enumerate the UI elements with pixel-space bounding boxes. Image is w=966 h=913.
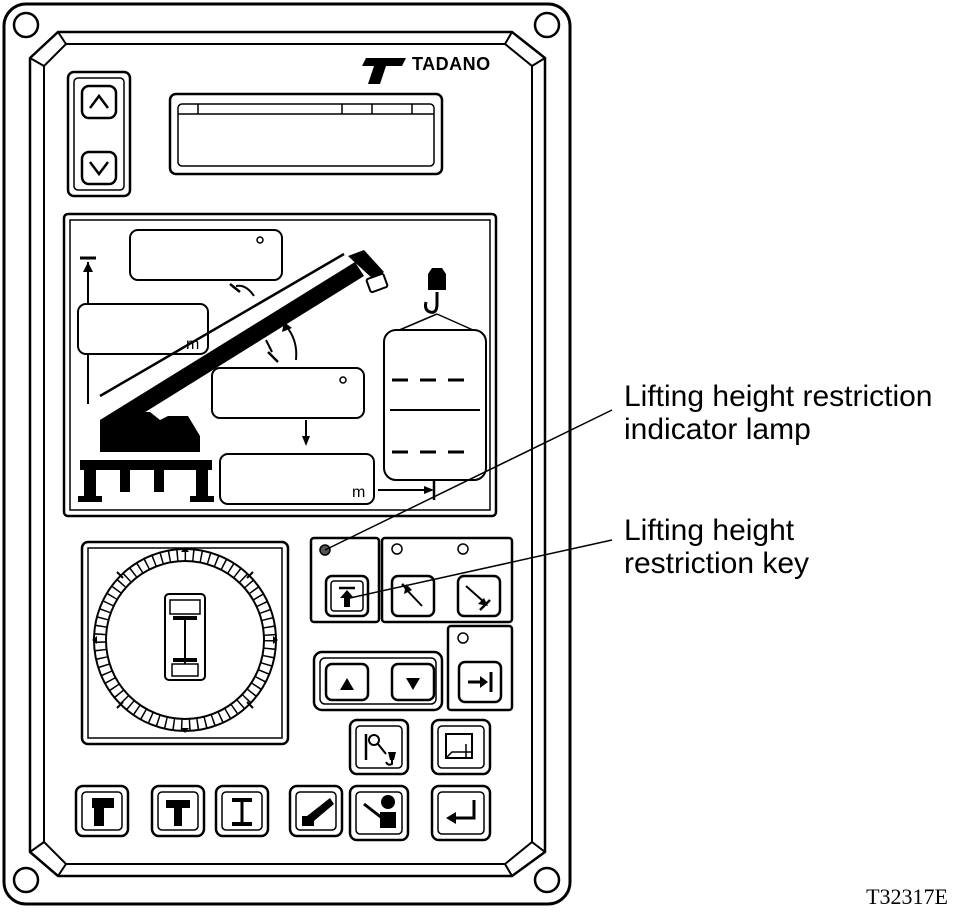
screw-top-left: [12, 11, 40, 39]
lifting-height-arrow-icon: [80, 256, 96, 404]
swing-indicator: [80, 540, 290, 746]
outrigger-state-key[interactable]: [214, 784, 270, 838]
message-display: [168, 92, 444, 176]
operator-icon: [363, 795, 396, 828]
operator-key[interactable]: [348, 784, 410, 842]
screw-bottom-right: [533, 866, 561, 894]
boom-angle-readout: [129, 229, 283, 281]
triangle-down-icon: [406, 678, 420, 690]
middle-extension-outrigger-key[interactable]: [150, 784, 206, 838]
callout-key-line1: Lifting height: [624, 514, 795, 547]
winch-select-key[interactable]: [348, 718, 410, 776]
upper-angle-limit-key[interactable]: [390, 574, 436, 618]
upper-angle-lamp: [391, 543, 403, 555]
working-radius-unit: m: [352, 484, 366, 501]
height-limit-icon: [339, 586, 355, 607]
triangle-up-icon: [340, 678, 354, 690]
screw-bottom-left: [12, 866, 40, 894]
jib-icon: [302, 798, 334, 826]
carrier-top-view-icon: [164, 593, 206, 681]
value-up-button[interactable]: [324, 662, 370, 702]
outrigger-full-icon: [92, 798, 114, 826]
jib-angle-readout: [211, 367, 365, 419]
screw-top-right: [533, 11, 561, 39]
boom-length-unit: m: [186, 336, 200, 353]
brand-logo-text: TADANO: [412, 54, 491, 74]
callout-lamp-line2: indicator lamp: [624, 413, 811, 446]
full-extension-outrigger-key[interactable]: [74, 784, 130, 838]
figure-code: T32317E: [866, 884, 948, 909]
chevron-down-icon: [89, 161, 109, 177]
crane-carrier-icon: [78, 412, 214, 502]
enter-return-icon: [446, 800, 476, 824]
jib-set-key[interactable]: [288, 784, 344, 838]
winch-hook-icon: [364, 734, 396, 766]
load-readout: [383, 329, 487, 481]
boom-length-readout: [77, 303, 209, 355]
scroll-up-button[interactable]: [80, 84, 118, 120]
working-radius-readout: [219, 453, 375, 505]
radius-restriction-lamp: [457, 632, 469, 644]
lower-angle-lamp: [457, 543, 469, 555]
callout-key: Lifting height restriction key: [624, 514, 809, 580]
chevron-up-icon: [89, 93, 109, 109]
callout-lamp-line1: Lifting height restriction: [624, 380, 933, 413]
outrigger-middle-icon: [166, 800, 190, 826]
tadano-logo-icon: [362, 58, 406, 84]
page-icon: [445, 733, 473, 759]
boom-icon: [99, 250, 389, 434]
lower-angle-limit-key[interactable]: [456, 574, 502, 618]
radius-restriction-key[interactable]: [457, 660, 503, 704]
enter-key[interactable]: [430, 784, 492, 842]
callout-lamp: Lifting height restriction indicator lam…: [624, 380, 933, 446]
leader-line-key: [349, 539, 613, 599]
lifting-height-restriction-key[interactable]: [324, 574, 370, 618]
value-down-button[interactable]: [390, 662, 436, 702]
callout-key-line2: restriction key: [624, 547, 810, 580]
outrigger-top-view-icon: [232, 798, 252, 826]
crane-status-display: [62, 212, 498, 518]
scroll-down-button[interactable]: [80, 150, 118, 186]
leader-line-lamp: [324, 409, 613, 551]
page-key[interactable]: [430, 718, 492, 776]
